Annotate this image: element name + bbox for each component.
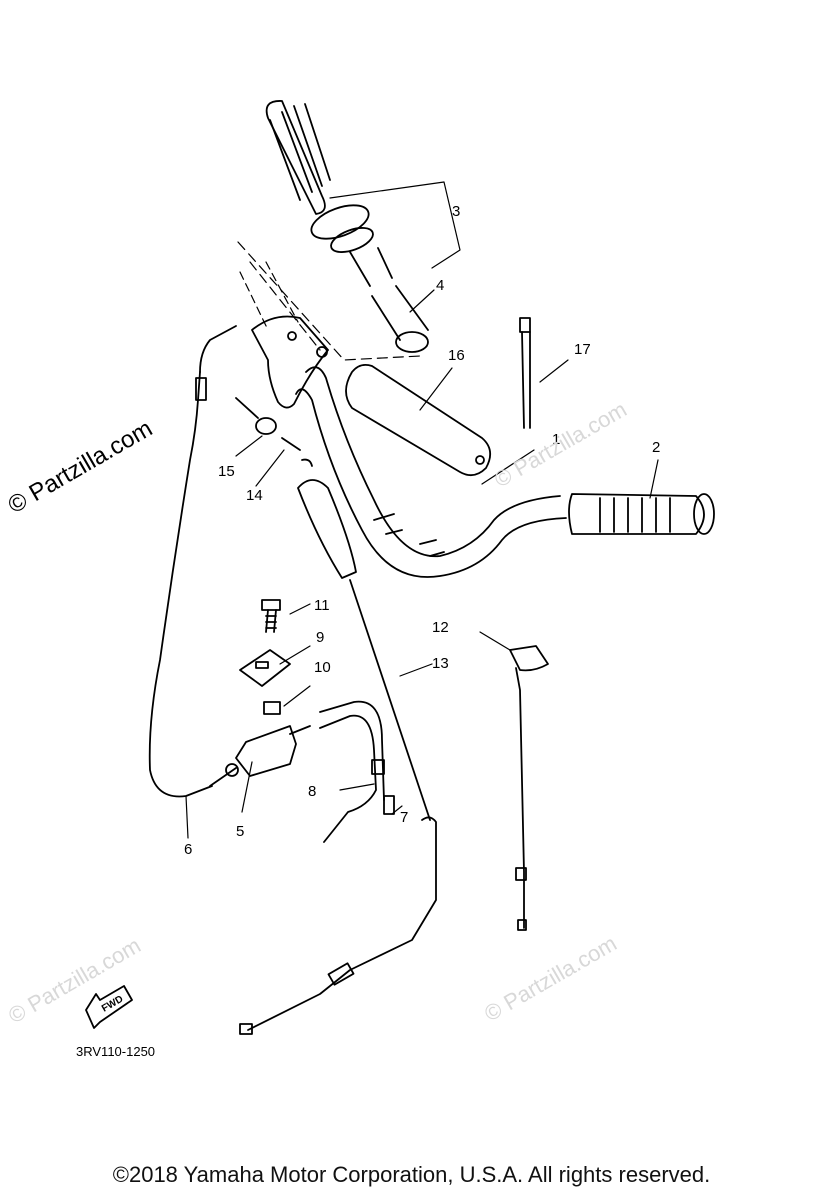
callout-13: 13 xyxy=(432,655,449,672)
callout-1: 1 xyxy=(552,431,560,448)
leader-lines xyxy=(185,181,659,839)
bracket[interactable] xyxy=(239,649,291,687)
throttle-grip[interactable] xyxy=(265,100,376,257)
fwd-arrow-icon xyxy=(85,985,133,1029)
callout-11: 11 xyxy=(314,597,330,614)
screw[interactable] xyxy=(261,599,281,633)
pump-cables[interactable] xyxy=(319,700,395,843)
diagram-code: 3RV110-1250 xyxy=(76,1044,155,1059)
callout-2: 2 xyxy=(652,439,660,456)
handlebar[interactable] xyxy=(295,366,567,578)
watermark-left: © Partzilla.com xyxy=(4,415,158,519)
callout-5: 5 xyxy=(236,823,244,840)
callout-labels: 1 2 3 4 5 6 7 8 9 10 11 12 13 14 15 16 1… xyxy=(184,203,660,858)
callout-7: 7 xyxy=(400,809,408,826)
callout-6: 6 xyxy=(184,841,192,858)
handlebar-pad[interactable] xyxy=(345,363,492,477)
left-grip[interactable] xyxy=(568,493,715,535)
left-grip-ghost xyxy=(239,261,299,331)
callout-14: 14 xyxy=(246,487,263,504)
cable-junction[interactable] xyxy=(209,725,311,787)
callout-15: 15 xyxy=(218,463,235,480)
callout-9: 9 xyxy=(316,629,324,646)
copyright-notice: ©2018 Yamaha Motor Corporation, U.S.A. A… xyxy=(112,1162,711,1187)
clip[interactable] xyxy=(263,701,281,715)
assembly-guide-lines xyxy=(237,241,421,361)
callout-3: 3 xyxy=(452,203,460,220)
watermark-bottom-right: © Partzilla.com xyxy=(480,931,621,1027)
callout-10: 10 xyxy=(314,659,331,676)
callout-16: 16 xyxy=(448,347,465,364)
adjuster-parts[interactable] xyxy=(235,397,313,467)
brake-cable[interactable] xyxy=(509,645,549,931)
callout-8: 8 xyxy=(308,783,316,800)
callout-17: 17 xyxy=(574,341,591,358)
callout-12: 12 xyxy=(432,619,449,636)
watermark-mid-right: © Partzilla.com xyxy=(490,397,631,493)
cable-tie[interactable] xyxy=(519,317,531,429)
throttle-cable[interactable] xyxy=(148,325,237,798)
throttle-tube[interactable] xyxy=(349,247,429,353)
watermark-bottom-left: © Partzilla.com xyxy=(4,933,145,1029)
callout-4: 4 xyxy=(436,277,444,294)
clutch-cable[interactable] xyxy=(239,479,437,1035)
throttle-housing[interactable] xyxy=(251,315,329,409)
